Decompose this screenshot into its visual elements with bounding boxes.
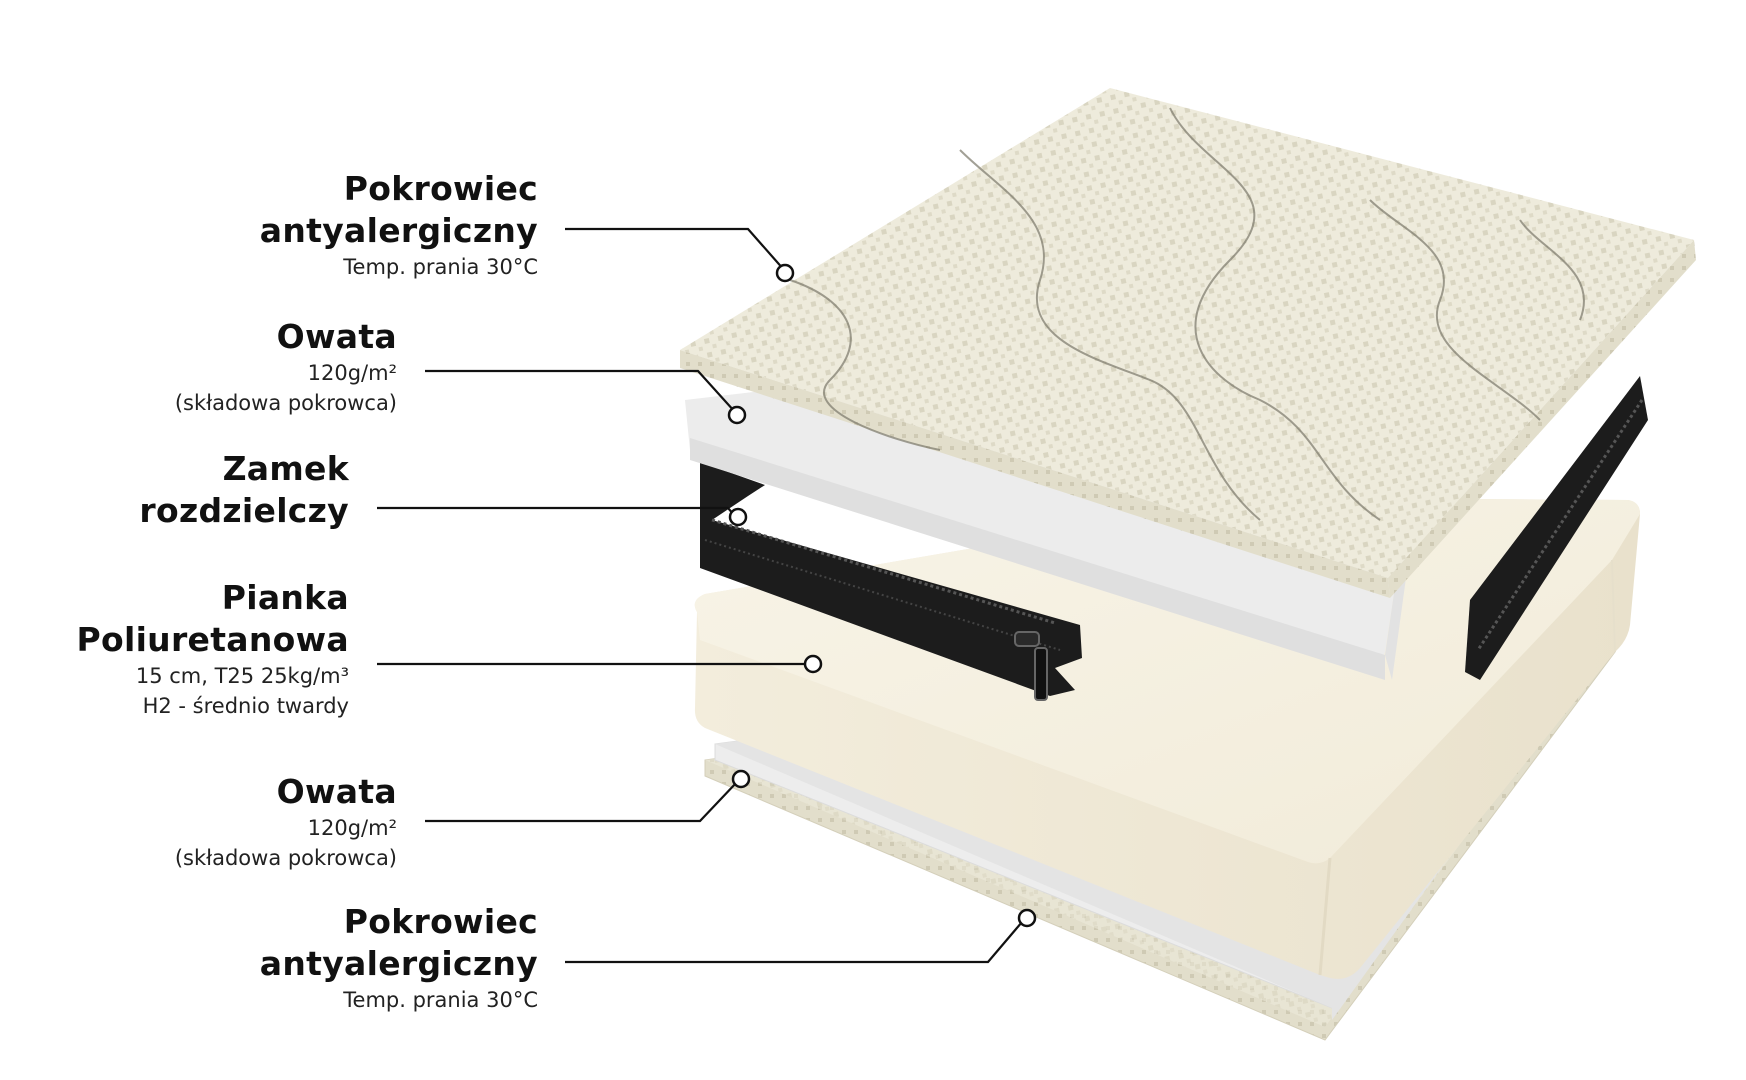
zipper-band — [700, 376, 1648, 701]
label-bottom-wadding: Owata 120g/m² (składowa pokrowca) — [175, 771, 397, 873]
label-top-cover: Pokrowiec antyalergiczny Temp. prania 30… — [260, 168, 538, 282]
label-title: Owata — [276, 317, 397, 356]
leader-bottom-wadding — [425, 769, 751, 823]
label-subtitle: (składowa pokrowca) — [174, 846, 397, 870]
label-subtitle: 15 cm, T25 25kg/m³ — [135, 664, 349, 688]
label-title: antyalergiczny — [259, 944, 538, 983]
label-title: antyalergiczny — [259, 211, 538, 250]
label-title: Pokrowiec — [343, 169, 538, 208]
leader-foam — [377, 654, 823, 674]
label-top-wadding: Owata 120g/m² (składowa pokrowca) — [175, 316, 397, 418]
label-subtitle: 120g/m² — [307, 816, 397, 840]
label-subtitle: H2 - średnio twardy — [142, 694, 349, 718]
leader-bottom-cover — [565, 908, 1037, 964]
label-bottom-cover: Pokrowiec antyalergiczny Temp. prania 30… — [260, 901, 538, 1015]
label-title: rozdzielczy — [139, 491, 349, 530]
label-title: Owata — [276, 772, 397, 811]
leader-zipper — [377, 506, 748, 527]
label-foam: Pianka Poliuretanowa 15 cm, T25 25kg/m³ … — [77, 577, 350, 721]
label-zipper: Zamek rozdzielczy — [139, 448, 349, 532]
label-subtitle: 120g/m² — [307, 361, 397, 385]
leader-top-cover — [565, 227, 795, 283]
label-title: Poliuretanowa — [76, 620, 349, 659]
label-subtitle: Temp. prania 30°C — [343, 255, 538, 279]
label-title: Pokrowiec — [343, 902, 538, 941]
label-subtitle: Temp. prania 30°C — [343, 988, 538, 1012]
leader-top-wadding — [425, 369, 747, 425]
top-cover-layer — [680, 88, 1696, 598]
label-title: Pianka — [221, 578, 349, 617]
label-subtitle: (składowa pokrowca) — [174, 391, 397, 415]
label-title: Zamek — [222, 449, 349, 488]
